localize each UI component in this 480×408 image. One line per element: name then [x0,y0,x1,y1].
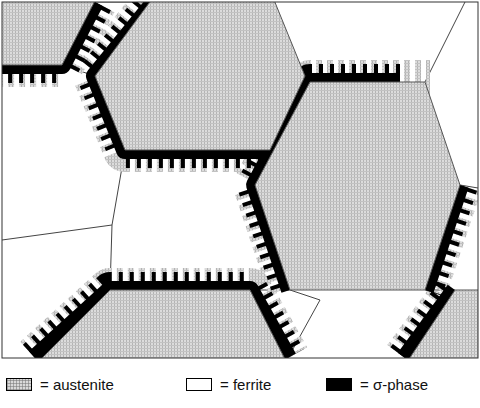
legend-swatch [186,378,212,391]
legend-item: = ferrite [186,372,271,396]
legend-label: = ferrite [220,376,271,393]
frame [2,2,478,358]
legend-swatch [326,378,352,391]
legend: = austenite = ferrite = σ-phase [0,372,480,402]
legend-label: = austenite [40,376,114,393]
austenite-grains [2,2,478,358]
legend-label: = σ-phase [360,376,428,393]
legend-item: = austenite [6,372,114,396]
legend-swatch [6,378,32,391]
legend-item: = σ-phase [326,372,428,396]
